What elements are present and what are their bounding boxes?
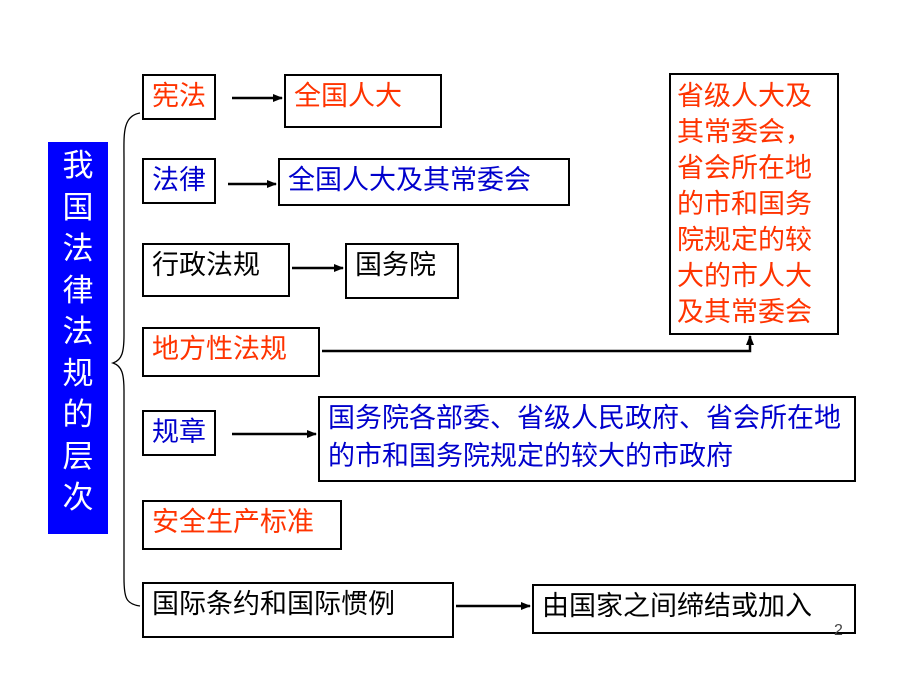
- page-number: 2: [834, 622, 843, 639]
- title-char: 法: [62, 314, 94, 350]
- title-char: 规: [62, 355, 94, 392]
- label-box-international-treaties: 国际条约和国际惯例: [142, 582, 454, 638]
- label-text: 国际条约和国际惯例: [152, 589, 395, 620]
- title-char: 我: [62, 148, 94, 184]
- target-box-local-congress: 省级人大及其常委会，省会所在地的市和国务院规定的较大的市人大及其常委会: [669, 73, 839, 335]
- target-text: 全国人大: [294, 81, 402, 112]
- target-text: 由国家之间缔结或加入: [542, 591, 812, 622]
- label-text: 法律: [152, 165, 206, 196]
- target-box-npc: 全国人大: [284, 74, 442, 128]
- label-box-constitution: 宪法: [142, 74, 216, 120]
- target-box-state-treaty: 由国家之间缔结或加入: [532, 584, 856, 634]
- arrow-row-4: [322, 335, 754, 353]
- label-text: 宪法: [152, 81, 206, 112]
- title-char: 层: [62, 438, 94, 475]
- target-box-state-council: 国务院: [345, 243, 459, 299]
- label-box-admin-regulations: 行政法规: [142, 243, 290, 297]
- label-box-law: 法律: [142, 158, 216, 204]
- target-text: 国务院各部委、省级人民政府、省会所在地的市和国务院规定的较大的市政府: [328, 403, 841, 472]
- title-char: 法: [62, 231, 94, 267]
- left-brace: [110, 112, 141, 607]
- target-text: 全国人大及其常委会: [288, 165, 531, 196]
- label-text: 地方性法规: [152, 334, 287, 365]
- title-char: 律: [62, 272, 94, 309]
- label-text: 规章: [152, 417, 206, 448]
- label-text: 行政法规: [152, 250, 260, 281]
- title-box: 我 国 法 律 法 规 的 层 次: [48, 142, 108, 534]
- target-box-ministries: 国务院各部委、省级人民政府、省会所在地的市和国务院规定的较大的市政府: [318, 396, 856, 482]
- target-text: 国务院: [355, 250, 436, 281]
- target-text: 省级人大及其常委会，省会所在地的市和国务院规定的较大的市人大及其常委会: [677, 81, 812, 328]
- title-char: 的: [62, 397, 94, 433]
- label-text: 安全生产标准: [152, 507, 314, 538]
- target-box-npc-standing: 全国人大及其常委会: [278, 158, 570, 206]
- label-box-rules: 规章: [142, 410, 216, 456]
- label-box-local-regulations: 地方性法规: [142, 327, 320, 377]
- title-char: 次: [62, 480, 94, 516]
- label-box-safety-standards: 安全生产标准: [142, 500, 342, 550]
- title-char: 国: [62, 189, 94, 226]
